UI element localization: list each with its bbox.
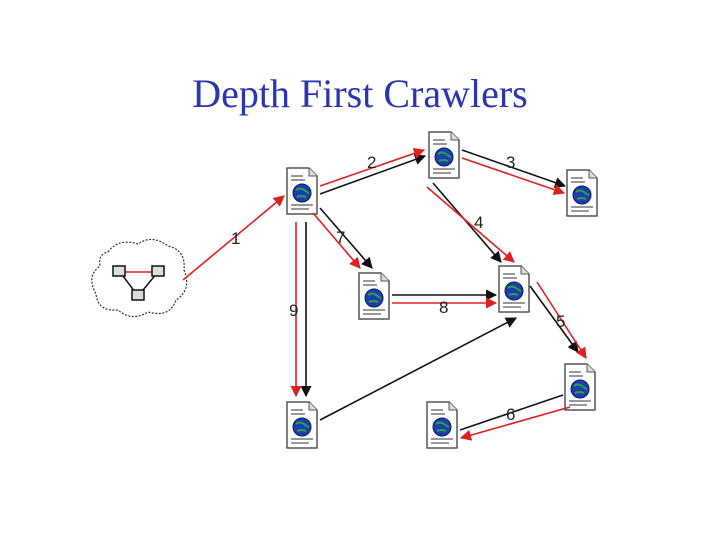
link-edge (319, 207, 373, 269)
crawl-edge (426, 186, 515, 263)
web-page-icon (564, 363, 596, 411)
edge-label: 9 (289, 301, 298, 320)
link-edge (319, 154, 427, 195)
web-page-icon (286, 401, 318, 449)
link-edge (529, 285, 579, 353)
edge-label: 6 (506, 405, 515, 424)
link-edge (461, 149, 567, 188)
edge-label: 2 (367, 153, 376, 172)
web-page-icon (286, 167, 318, 215)
edge-label: 5 (556, 312, 565, 331)
network-cloud-icon (91, 238, 188, 318)
web-page-icon (566, 169, 598, 217)
web-page-icon (428, 131, 460, 179)
crawl-edge (536, 281, 587, 359)
crawl-edge (319, 148, 426, 187)
crawl-edge (182, 195, 285, 281)
crawl-edge (461, 157, 566, 196)
crawl-edge (312, 212, 361, 269)
crawl-edge (459, 406, 571, 441)
edge-label: 1 (231, 229, 240, 248)
edge-label: 3 (506, 153, 515, 172)
web-page-icon (358, 272, 390, 320)
edge-label: 4 (474, 213, 483, 232)
web-page-icon (498, 265, 530, 313)
edge-label: 7 (336, 228, 345, 247)
link-edge (319, 317, 517, 421)
page-title: Depth First Crawlers (192, 71, 528, 116)
link-edge (459, 394, 564, 431)
web-page-icon (426, 401, 458, 449)
edge-label: 8 (439, 298, 448, 317)
